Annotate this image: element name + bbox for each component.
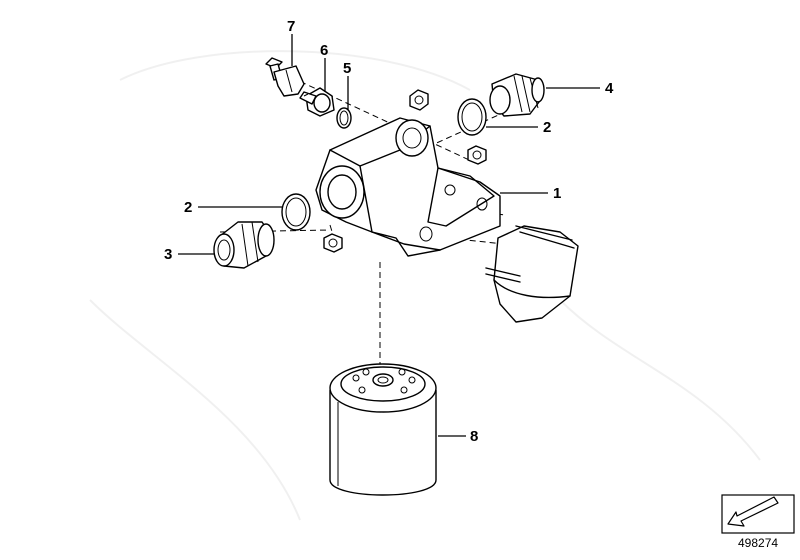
callout-3: 3 [164, 246, 172, 263]
callout-2-left: 2 [184, 199, 192, 216]
callout-4: 4 [605, 80, 614, 97]
callout-7: 7 [287, 18, 295, 35]
callout-8: 8 [470, 428, 478, 445]
callout-5: 5 [343, 60, 351, 77]
engine-block-segment [485, 225, 579, 323]
housing-nuts [323, 89, 487, 253]
part-4-threaded-fitting [489, 73, 545, 117]
part-2-upper-gasket [457, 98, 487, 136]
document-number: 498274 [738, 536, 779, 550]
part-3-threaded-fitting [213, 221, 275, 269]
part-6-screw-plug [299, 87, 335, 117]
part-2-left-gasket [281, 193, 311, 231]
arrow-icon[interactable] [721, 494, 795, 534]
part-8-oil-filter [329, 363, 437, 496]
leader-lines [178, 34, 600, 437]
callout-numbers: 7 6 5 4 2 1 2 3 8 [164, 18, 614, 445]
callout-1: 1 [553, 185, 561, 202]
part-5-small-ring [336, 107, 352, 129]
part-7-sleeve [265, 57, 305, 97]
background-sketch [89, 50, 761, 521]
part-1-filter-housing [315, 117, 501, 257]
callout-2-upper: 2 [543, 119, 551, 136]
callout-6: 6 [320, 42, 328, 59]
